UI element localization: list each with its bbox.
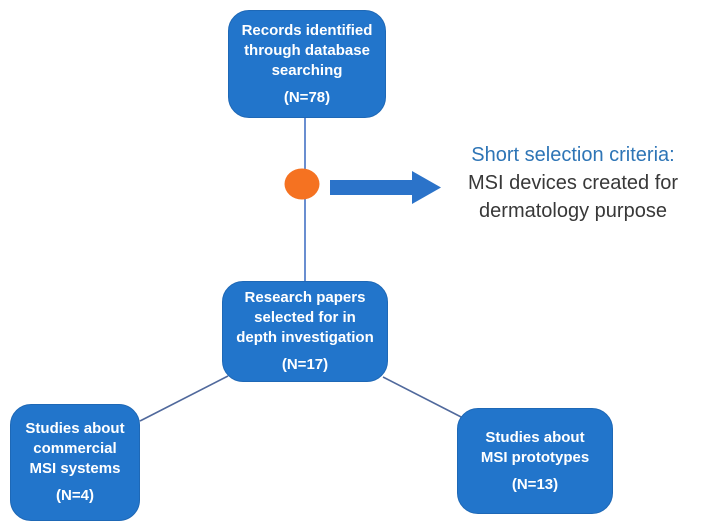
box-text-line: Studies about: [25, 420, 125, 437]
box-records-identified: Records identified through database sear…: [228, 10, 386, 118]
box-text-line: selected for in: [254, 309, 356, 326]
box-text-line: Studies about: [485, 428, 585, 446]
box-text-line: Research papers: [244, 289, 366, 306]
selection-point-ellipse: [284, 168, 320, 200]
box-text-line: Records identified: [241, 21, 373, 39]
selection-criteria-text: dermatology purpose: [479, 200, 667, 222]
box-text-line: through database: [244, 41, 370, 59]
box-text-line: searching: [271, 61, 343, 79]
box-text-line: MSI systems: [29, 460, 121, 477]
box-commercial-msi-systems: Studies about commercial MSI systems (N=…: [10, 404, 140, 521]
box-text-line: depth investigation: [236, 329, 374, 346]
box-count: (N=78): [283, 88, 331, 106]
connector-middle-to-bottom-right: [382, 376, 468, 421]
box-count: (N=13): [511, 475, 559, 493]
connector-middle-to-bottom-left: [139, 375, 229, 422]
selection-criteria-text: MSI devices created for: [467, 172, 679, 194]
box-text-line: commercial: [33, 440, 117, 457]
selection-criteria-annotation: Short selection criteria: MSI devices cr…: [438, 141, 702, 225]
criteria-arrow-shaft: [330, 180, 413, 195]
box-research-papers-selected: Research papers selected for in depth in…: [222, 281, 388, 382]
box-count: (N=17): [281, 356, 329, 373]
criteria-arrow-head: [412, 171, 441, 204]
box-msi-prototypes: Studies about MSI prototypes (N=13): [457, 408, 613, 514]
box-count: (N=4): [56, 487, 94, 504]
selection-criteria-heading: Short selection criteria:: [471, 144, 675, 166]
box-text-line: MSI prototypes: [480, 448, 590, 466]
